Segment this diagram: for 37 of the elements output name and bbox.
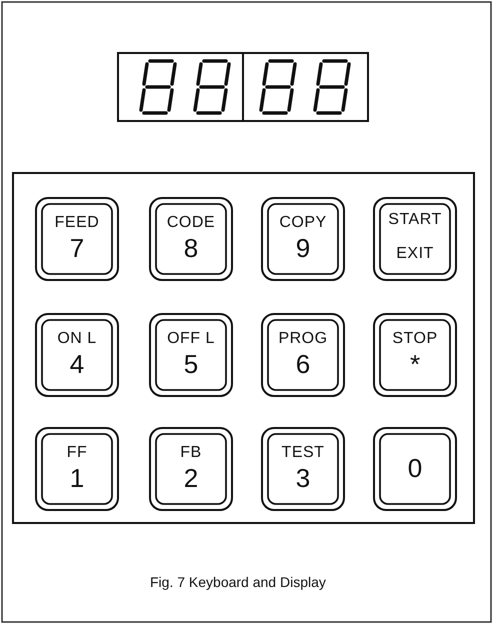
keypad-key: [261, 427, 345, 511]
key-label: STOP: [392, 331, 438, 348]
key-symbol: 5: [184, 351, 198, 379]
key-symbol: 7: [70, 235, 84, 263]
keypad-key: [373, 427, 457, 511]
key-symbol: 1: [70, 465, 84, 493]
key-label: ON L: [57, 331, 97, 348]
keypad-key: [149, 427, 233, 511]
keypad-key: [35, 313, 119, 397]
key-symbol: 3: [296, 465, 310, 493]
keypad-key: [149, 313, 233, 397]
key-symbol: 6: [296, 351, 310, 379]
key-label: TEST: [282, 445, 324, 462]
key-label: CODE: [166, 215, 216, 232]
key-label: PROG: [278, 331, 328, 348]
key-label: START: [388, 212, 442, 229]
keypad-key: [261, 197, 345, 281]
key-symbol: 0: [408, 455, 422, 483]
keypad-key: [35, 197, 119, 281]
key-symbol: *: [410, 351, 420, 379]
key-symbol: 2: [184, 465, 198, 493]
keypad-panel: [12, 172, 475, 524]
key-label: OFF L: [167, 331, 215, 348]
key-label: FEED: [54, 215, 100, 232]
key-symbol: 9: [296, 235, 310, 263]
keypad-key: [35, 427, 119, 511]
keypad-key: [373, 313, 457, 397]
key-label: COPY: [279, 215, 327, 232]
keypad-key: [149, 197, 233, 281]
key-label: FB: [180, 445, 202, 462]
key-symbol: 4: [70, 351, 84, 379]
key-symbol: EXIT: [396, 246, 434, 263]
key-symbol: 8: [184, 235, 198, 263]
figure-caption: Fig. 7 Keyboard and Display: [150, 574, 326, 590]
keypad-key: [261, 313, 345, 397]
key-label: FF: [66, 445, 88, 462]
keypad-key: [373, 197, 457, 281]
